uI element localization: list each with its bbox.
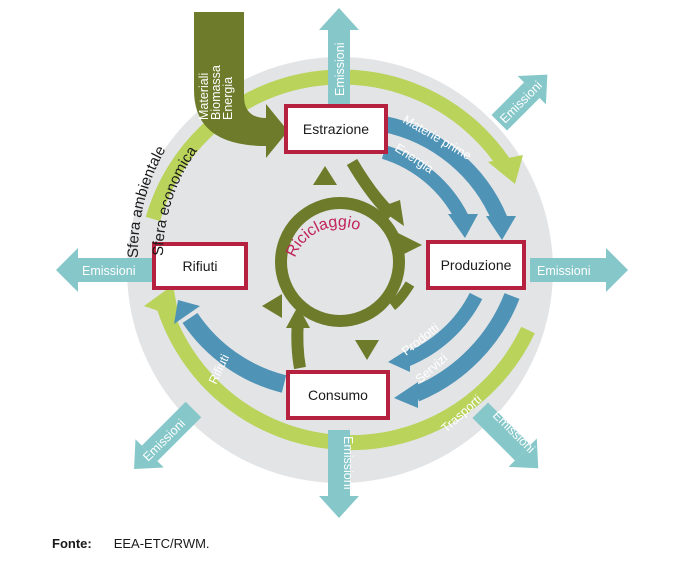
transport-ring-upper	[145, 69, 512, 222]
emission-arrow-right	[530, 248, 628, 292]
recycle-ring	[275, 197, 405, 327]
source-label: Fonte:	[52, 536, 92, 551]
emission-arrow-bottom-right	[472, 402, 539, 469]
source-line: Fonte: EEA-ETC/RWM.	[52, 536, 210, 551]
recycle-arrowhead-right	[396, 232, 422, 258]
emission-arrow-left	[56, 248, 154, 292]
emissions-label-top: Emissioni	[333, 43, 347, 97]
recycle-arrowhead-bottom	[355, 340, 379, 360]
flow-arrow-products-head	[388, 348, 410, 372]
node-extraction-label: Estrazione	[303, 121, 369, 137]
flow-arrow-energy-head	[448, 214, 478, 238]
emissions-label-right: Emissioni	[537, 264, 591, 278]
node-waste: Rifiuti	[152, 242, 248, 290]
emissions-label-left: Emissioni	[82, 264, 136, 278]
node-production-label: Produzione	[441, 257, 512, 273]
emission-arrow-top-right	[491, 74, 548, 131]
recycle-link-production-consumption	[388, 281, 415, 310]
flow-arrow-waste	[182, 312, 287, 393]
flow-arrow-products	[403, 292, 483, 367]
input-label-energy: Energia	[221, 77, 235, 120]
flow-arrow-services-head	[394, 382, 418, 408]
node-consumption: Consumo	[286, 370, 390, 420]
emissions-label-bottom: Emissioni	[341, 436, 355, 490]
input-label-materials: Materiali	[197, 73, 211, 120]
flow-arrow-raw-materials	[382, 116, 508, 224]
recycle-link-extraction-production-head	[378, 200, 404, 226]
transport-ring-lower-arrowhead	[144, 285, 179, 318]
flow-arrow-raw-materials-head	[486, 216, 516, 240]
transport-ring-upper-arrowhead	[488, 155, 523, 184]
input-labels: Materiali Biomassa Energia	[197, 65, 235, 120]
input-label-biomass: Biomassa	[209, 65, 223, 120]
emission-arrow-bottom-left	[134, 401, 202, 469]
emission-arrow-top	[319, 8, 359, 104]
flow-arrow-waste-head	[174, 300, 200, 324]
flow-arrow-energy	[381, 145, 469, 222]
circular-economy-diagram: Estrazione Produzione Consumo Rifiuti Ma…	[56, 8, 628, 518]
node-extraction: Estrazione	[284, 104, 388, 154]
recycle-arrowhead-top	[313, 166, 337, 185]
input-arrow	[194, 12, 288, 158]
emission-arrow-bottom	[319, 430, 359, 518]
recycle-arrowhead-left	[262, 294, 282, 318]
recycle-link-consumption-waste-head	[286, 306, 310, 328]
node-production: Produzione	[426, 240, 526, 290]
node-consumption-label: Consumo	[308, 387, 368, 403]
node-waste-label: Rifiuti	[182, 258, 217, 274]
source-value: EEA-ETC/RWM.	[113, 536, 210, 551]
flow-arrow-services	[412, 292, 520, 402]
